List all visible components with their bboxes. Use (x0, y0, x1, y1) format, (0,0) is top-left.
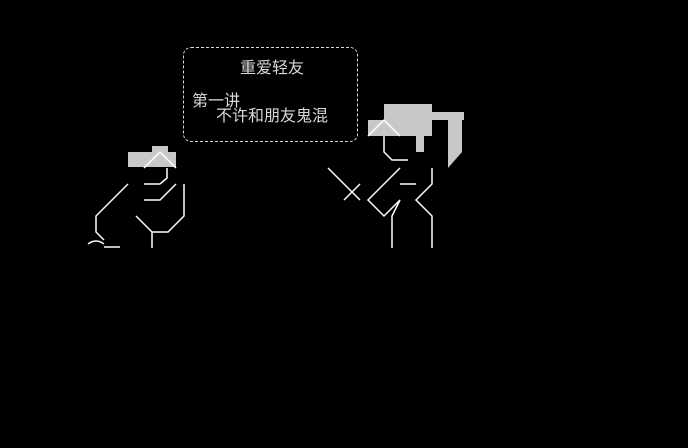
speech-bubble (183, 47, 358, 142)
standing-figure-arm (366, 167, 401, 218)
hammer-handle (432, 112, 464, 120)
sitting-figure-hat-outline (143, 150, 177, 169)
sitting-figure (87, 146, 185, 248)
standing-figure-leg-left (391, 199, 401, 248)
standing-figure-with-hammer (327, 104, 464, 248)
speech-bubble-title: 重爱轻友 (240, 58, 305, 77)
hammer-grip (448, 120, 462, 152)
standing-figure-face (383, 136, 408, 161)
stick-line-b (343, 183, 361, 201)
hammer-grip-tip (448, 152, 462, 168)
hammer-neck (416, 136, 424, 152)
speech-bubble-rule: 不许和朋友鬼混 (216, 106, 329, 125)
sitting-figure-leg (135, 215, 153, 233)
stick-line-a (327, 167, 361, 201)
sitting-figure-torso (151, 184, 185, 248)
sitting-figure-face (159, 168, 168, 185)
speech-bubble-lesson: 第一讲 (192, 91, 241, 110)
sitting-figure-arm-right (144, 183, 177, 201)
standing-figure-torso (414, 168, 433, 248)
hammer-head (384, 104, 432, 136)
sitting-figure-hat-top (152, 146, 168, 154)
sitting-figure-hand (87, 240, 105, 245)
standing-figure-head (367, 118, 401, 137)
sitting-figure-arm (95, 183, 129, 241)
